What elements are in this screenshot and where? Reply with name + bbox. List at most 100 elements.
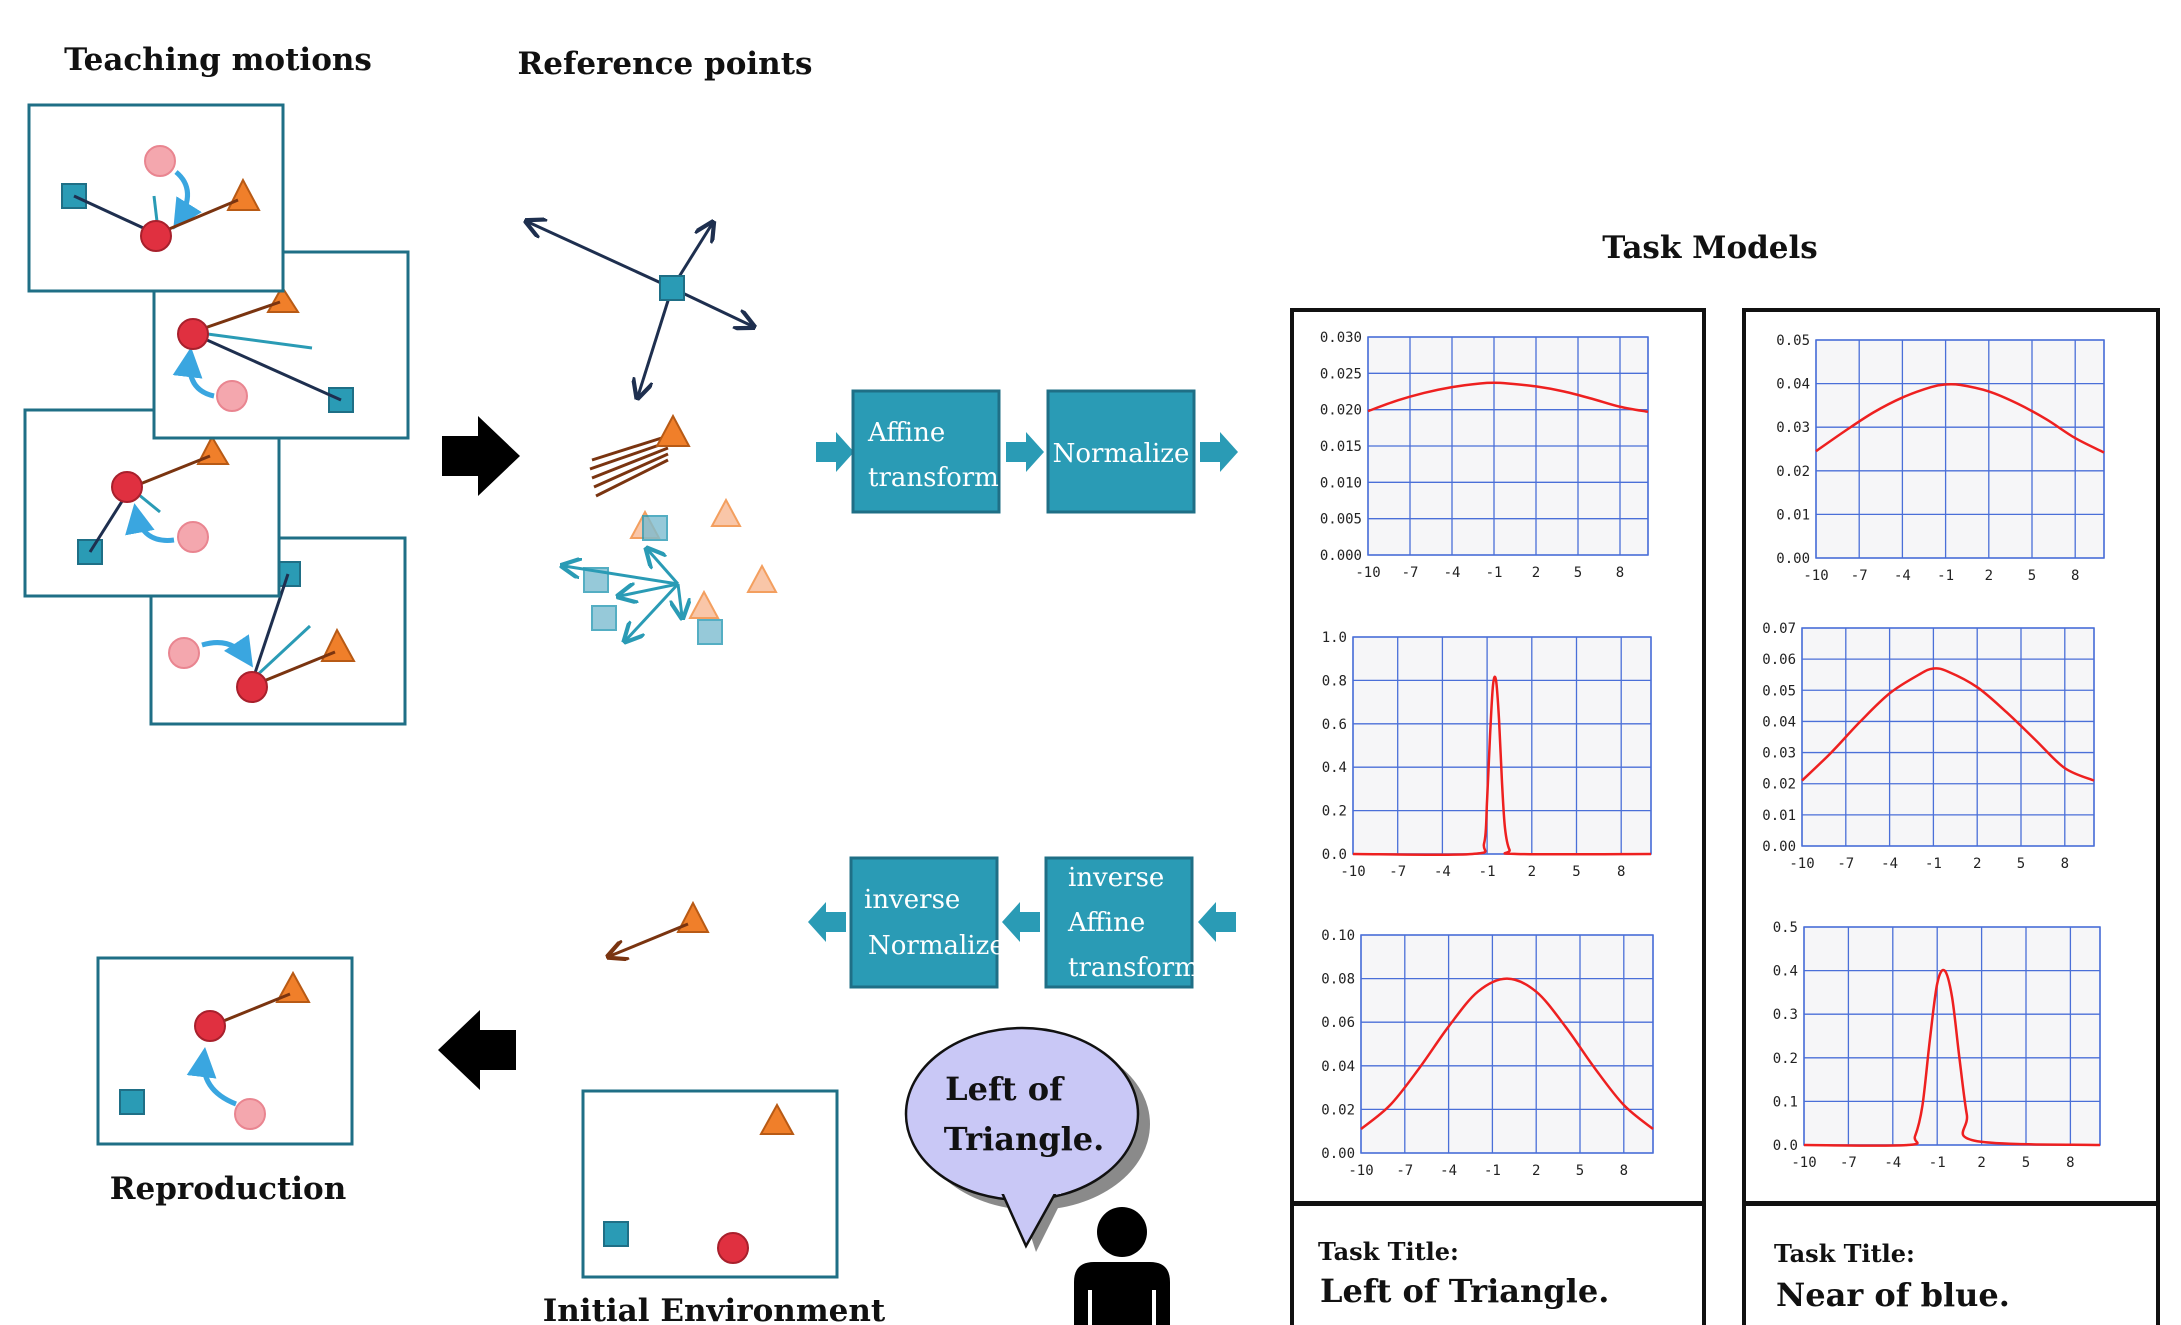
circle-goal-marker [194, 1010, 226, 1042]
reference-points-graphic [528, 222, 778, 645]
normalize-label: Normalize [1053, 439, 1190, 469]
brown-arrow [589, 440, 669, 471]
speech-text-1: Left of [945, 1070, 1065, 1108]
circle-goal-marker [236, 671, 268, 703]
x-tick-label: -4 [1884, 1155, 1901, 1171]
motion-line [253, 650, 336, 687]
x-tick-label: -10 [1340, 864, 1365, 880]
brown-arrow [593, 452, 669, 489]
x-tick-label: 5 [1572, 864, 1580, 880]
x-tick-label: -4 [1894, 568, 1911, 584]
x-tick-label: -7 [1840, 1155, 1857, 1171]
heading-reproduction: Reproduction [110, 1171, 347, 1207]
axis-arrow [638, 287, 674, 396]
y-tick-label: 0.03 [1776, 420, 1810, 436]
y-tick-label: 0.01 [1762, 808, 1796, 824]
x-tick-label: -7 [1402, 565, 1419, 581]
x-tick-label: -7 [1837, 856, 1854, 872]
y-tick-label: 0.00 [1762, 839, 1796, 855]
flow-arrow-small-icon [1006, 432, 1044, 472]
y-tick-label: 1.0 [1322, 630, 1347, 646]
circle-marker [717, 1232, 749, 1264]
heading-initial-environment: Initial Environment [543, 1293, 886, 1325]
brown-arrow [591, 446, 669, 480]
series-line [1352, 675, 1652, 857]
x-tick-label: -10 [1803, 568, 1828, 584]
brown-arrow [591, 434, 669, 462]
x-tick-label: 2 [1532, 565, 1540, 581]
square-marker [119, 1089, 145, 1115]
x-tick-label: 8 [2066, 1155, 2074, 1171]
y-tick-label: 0.10 [1321, 928, 1355, 944]
triangle-reference [688, 589, 720, 619]
flow-arrow-small-icon [1198, 902, 1236, 942]
reproduction-frame [96, 956, 354, 1146]
circle-goal-marker [177, 318, 209, 350]
speech-bubble: Left of Triangle. [904, 1026, 1150, 1252]
motion-curve-icon [172, 347, 215, 399]
motion-line [88, 494, 128, 553]
y-tick-label: 0.2 [1322, 804, 1347, 820]
y-tick-label: 0.02 [1776, 464, 1810, 480]
x-tick-label: -10 [1791, 1155, 1816, 1171]
task-title-label-2: Task Title: [1774, 1239, 1915, 1268]
inverse-affine-transform-block [1044, 856, 1194, 989]
y-tick-label: 0.1 [1773, 1094, 1798, 1110]
y-tick-label: 0.05 [1776, 333, 1810, 349]
teaching-frame-1 [27, 103, 285, 293]
teaching-frame-2 [152, 250, 410, 440]
series-line [1367, 381, 1649, 414]
circle-start-marker [177, 521, 209, 553]
x-tick-label: -7 [1396, 1163, 1413, 1179]
teal-arrow [648, 550, 680, 585]
task-title-2: Near of blue. [1776, 1276, 2010, 1314]
teaching-frame-3 [23, 408, 281, 598]
y-tick-label: 0.025 [1320, 366, 1362, 382]
teal-arrow [620, 584, 679, 596]
triangle-reference [746, 563, 778, 593]
y-tick-label: 0.07 [1762, 621, 1796, 637]
y-tick-label: 0.08 [1321, 972, 1355, 988]
motion-curve-icon [125, 503, 175, 543]
x-tick-label: 2 [1985, 568, 1993, 584]
flow-arrow-small-icon [1200, 432, 1238, 472]
motion-line [197, 334, 342, 402]
task-title-1: Left of Triangle. [1320, 1272, 1609, 1310]
flow-arrow-small-icon [808, 902, 846, 942]
motion-line [161, 198, 239, 234]
square-reference [659, 275, 685, 301]
plot-area [1801, 627, 2095, 847]
y-tick-label: 0.0 [1322, 847, 1347, 863]
square-reference [697, 619, 723, 645]
y-tick-label: 0.030 [1320, 330, 1362, 346]
x-tick-label: -4 [1444, 565, 1461, 581]
x-tick-label: -10 [1348, 1163, 1373, 1179]
x-tick-label: -1 [1925, 856, 1942, 872]
y-tick-label: 0.020 [1320, 403, 1362, 419]
square-marker [603, 1221, 629, 1247]
motion-line [250, 573, 290, 683]
y-tick-label: 0.4 [1773, 964, 1798, 980]
axis-arrow [528, 222, 673, 290]
y-tick-label: 0.01 [1776, 507, 1810, 523]
flow-arrow-small-icon [1002, 902, 1040, 942]
x-tick-label: 5 [2022, 1155, 2030, 1171]
y-tick-label: 0.2 [1773, 1051, 1798, 1067]
x-tick-label: 2 [1528, 864, 1536, 880]
series-line [1801, 667, 2095, 782]
motion-line [195, 300, 281, 333]
teal-arrow [678, 583, 682, 616]
y-tick-label: 0.04 [1321, 1059, 1355, 1075]
x-tick-label: 8 [2061, 856, 2069, 872]
inverse-affine-label-2: Affine [1067, 908, 1145, 938]
x-tick-label: 5 [1574, 565, 1582, 581]
x-tick-label: 2 [1973, 856, 1981, 872]
axis-arrow [671, 286, 752, 326]
speech-text-2: Triangle. [944, 1120, 1105, 1158]
circle-start-marker [168, 637, 200, 669]
plot-area [1803, 926, 2101, 1146]
